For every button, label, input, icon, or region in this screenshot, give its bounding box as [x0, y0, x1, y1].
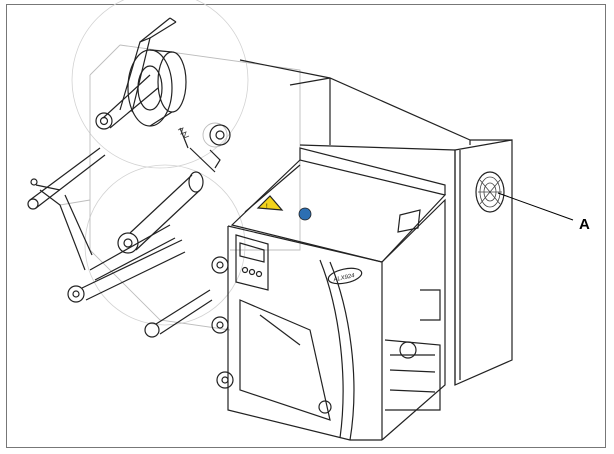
cooling-fan-grille: [475, 171, 505, 213]
device-badge-text: ALX924: [332, 273, 356, 284]
reel-holder: [95, 17, 187, 130]
svg-text:!: !: [266, 204, 268, 210]
callout-a: A: [497, 192, 590, 233]
top-cover: !: [230, 147, 447, 263]
rear-housing: [239, 59, 513, 386]
device-badge: ALX924: [327, 267, 363, 285]
dancer-rollers: [67, 124, 231, 338]
callout-a-leader: [497, 192, 574, 221]
figure-frame: [6, 4, 606, 448]
callout-a-label: A: [579, 216, 590, 233]
print-module: [211, 198, 446, 441]
guide-arm: [27, 147, 106, 271]
unwinder-ghost: [59, 0, 301, 331]
